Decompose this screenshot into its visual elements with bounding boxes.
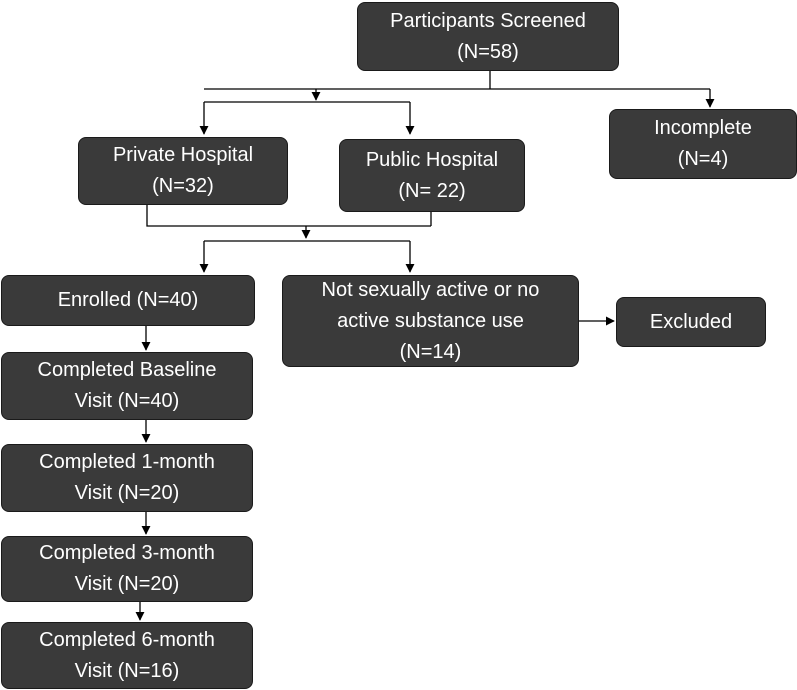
- node-count: (N=58): [457, 40, 519, 63]
- node-label: Completed 3-month: [39, 542, 215, 564]
- node-label: Completed 6-month: [39, 628, 215, 651]
- node-label: Private Hospital: [112, 144, 254, 166]
- node-count: Visit (N=16): [74, 659, 180, 682]
- node-label: Not sexually active or no: [321, 278, 540, 301]
- connector-hospitals-merge: [146, 205, 432, 227]
- node-count: (N=32): [152, 175, 214, 197]
- node-private-hospital: Private Hospital (N=32): [78, 137, 288, 205]
- node-label: Incomplete: [654, 117, 752, 139]
- node-count: Visit (N=20): [74, 573, 180, 595]
- node-count: (N=4): [677, 148, 729, 170]
- node-count: (N= 22): [398, 179, 466, 202]
- node-label: Enrolled (N=40): [57, 289, 199, 311]
- node-count: (N=14): [399, 340, 462, 363]
- node-label: Public Hospital: [365, 148, 499, 171]
- node-label: Completed 1-month: [39, 451, 215, 473]
- node-label: Participants Screened: [390, 9, 586, 32]
- node-enrolled: Enrolled (N=40): [1, 275, 255, 326]
- node-public-hospital: Public Hospital (N= 22): [339, 139, 525, 212]
- node-count: Visit (N=40): [74, 390, 180, 412]
- node-participants-screened: Participants Screened (N=58): [357, 2, 619, 71]
- node-excluded: Excluded: [616, 297, 766, 347]
- node-label-2: active substance use: [337, 309, 524, 332]
- node-incomplete: Incomplete (N=4): [609, 109, 797, 179]
- connector-screened-split: [204, 70, 710, 90]
- node-label: Excluded: [649, 310, 733, 333]
- node-count: Visit (N=20): [74, 482, 180, 504]
- node-label: Completed Baseline: [37, 359, 217, 381]
- node-not-sexually-active: Not sexually active or no active substanc…: [282, 275, 579, 367]
